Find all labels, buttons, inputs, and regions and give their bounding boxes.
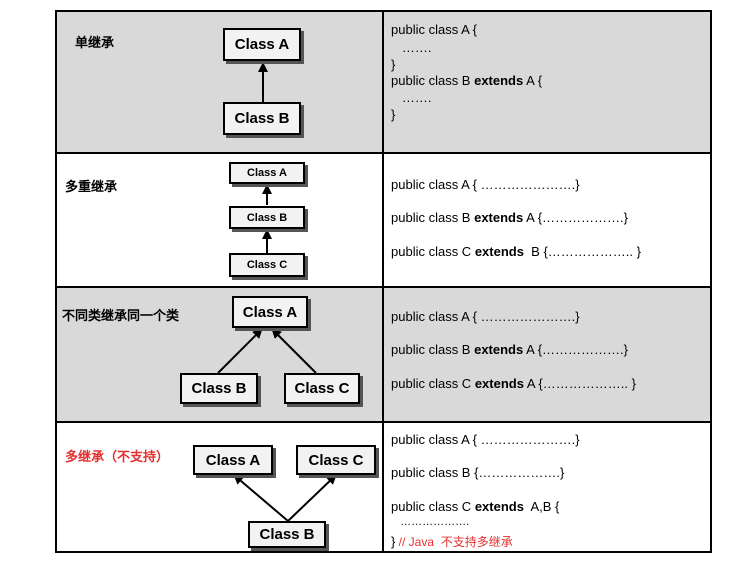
class-box-b: Class B (223, 102, 301, 135)
code-line: } (391, 57, 396, 72)
class-box-c: Class C (296, 445, 376, 475)
row-label-single-inheritance: 单继承 (75, 36, 115, 51)
class-box-c: Class C (284, 373, 360, 404)
code-line: public class A { ………………….} (391, 309, 580, 324)
unsupported-comment: // Java 不支持多继承 (395, 535, 513, 549)
code-line: public class C extends B {……………….. } (391, 244, 641, 259)
code-line: public class B extends A {……………….} (391, 210, 628, 225)
class-box-c: Class C (229, 253, 305, 277)
code-line: public class B {……………….} (391, 465, 565, 480)
class-box-a: Class A (193, 445, 273, 475)
code-line: ……. (391, 90, 432, 105)
class-box-b: Class B (229, 206, 305, 229)
code-line: public class A { (391, 22, 477, 37)
arrow-c-to-a (271, 328, 317, 374)
class-box-b: Class B (248, 521, 326, 548)
code-line: public class C extends A {……………….. } (391, 376, 636, 391)
code-line-with-comment: } // Java 不支持多继承 (391, 534, 513, 549)
arrow-b-to-c (287, 474, 337, 522)
code-line: public class A { ………………….} (391, 177, 580, 192)
arrow-b-to-a (233, 474, 289, 522)
code-line: public class A { ………………….} (391, 432, 580, 447)
code-line: ……. (391, 40, 432, 55)
row-divider-2 (55, 286, 712, 288)
row-label-hierarchical-inheritance: 不同类继承同一个类 (62, 309, 180, 324)
row-label-multilevel-inheritance: 多重继承 (65, 180, 118, 195)
code-line: public class C extends A,B { (391, 499, 560, 514)
row-divider-1 (55, 152, 712, 154)
class-box-a: Class A (232, 296, 308, 328)
code-line: public class B extends A { (391, 73, 543, 88)
code-line: ………………. (391, 516, 470, 528)
row-divider-3 (55, 421, 712, 423)
class-box-b: Class B (180, 373, 258, 404)
code-line: public class B extends A {……………….} (391, 342, 628, 357)
row-label-multiple-inheritance-unsupported: 多继承（不支持） (65, 450, 170, 465)
arrow-b-to-a (217, 328, 263, 374)
code-line: } (391, 107, 396, 122)
class-box-a: Class A (223, 28, 301, 61)
class-box-a: Class A (229, 162, 305, 184)
column-divider (382, 10, 384, 553)
